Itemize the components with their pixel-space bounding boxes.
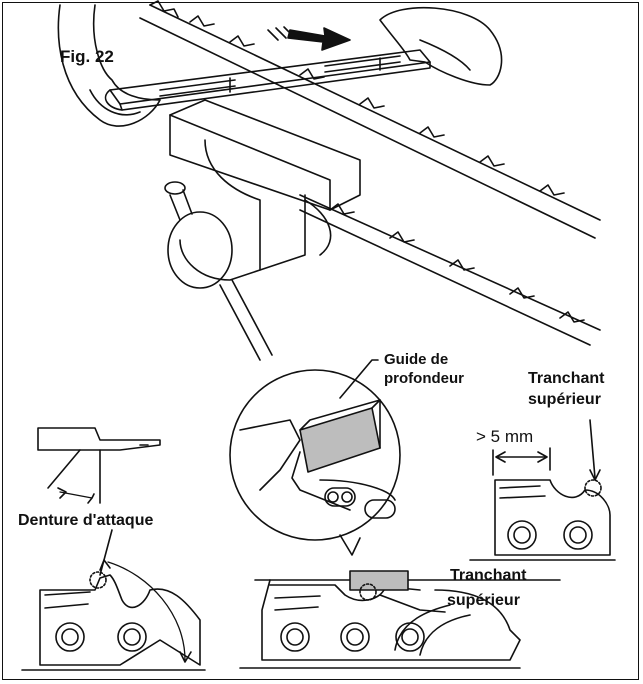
tooth-profile-small bbox=[37, 427, 161, 504]
depth-gauge-label-line1: Guide de bbox=[384, 351, 449, 368]
speed-arrow-icon bbox=[267, 26, 351, 51]
top-cutter-center-label-line1: Tranchant bbox=[450, 567, 527, 584]
leading-tooth-label: Denture d'attaque bbox=[18, 512, 154, 529]
figure-label: Fig. 22 bbox=[60, 47, 114, 66]
chain-link-right bbox=[469, 419, 616, 561]
magnifier-circle bbox=[229, 359, 401, 556]
top-cutter-right-label-line1: Tranchant bbox=[528, 370, 605, 387]
left-hand bbox=[57, 4, 161, 127]
saw-chain-lower bbox=[299, 194, 601, 346]
top-cutter-center-label-line2: supérieur bbox=[447, 592, 520, 609]
depth-gauge-label-line2: profondeur bbox=[384, 370, 464, 387]
top-cutter-right-label-line2: supérieur bbox=[528, 391, 601, 408]
right-hand bbox=[379, 6, 503, 86]
chain-link-left bbox=[21, 529, 206, 671]
saw-chain-top bbox=[139, 0, 601, 239]
distance-label: > 5 mm bbox=[476, 427, 534, 446]
chain-link-center bbox=[239, 570, 561, 669]
bench-vise bbox=[164, 99, 361, 361]
